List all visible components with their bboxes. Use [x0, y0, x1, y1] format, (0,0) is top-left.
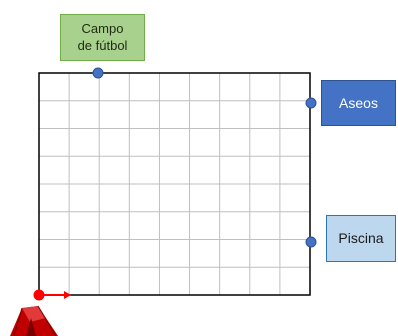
piscina-label: Piscina: [326, 215, 396, 262]
piscina-text: Piscina: [338, 230, 384, 247]
campo-connection-point: [92, 67, 104, 79]
grid-lines: [39, 73, 310, 295]
aseos-text: Aseos: [339, 94, 378, 111]
campo-de-futbol-text: Campo de fútbol: [77, 20, 128, 53]
grid-border: [38, 72, 311, 296]
origin-point: [33, 289, 45, 301]
piscina-connection-point: [305, 236, 317, 248]
campo-de-futbol-label: Campo de fútbol: [60, 14, 145, 61]
tent-icon: [10, 305, 58, 336]
aseos-connection-point: [305, 97, 317, 109]
aseos-label: Aseos: [321, 80, 396, 126]
